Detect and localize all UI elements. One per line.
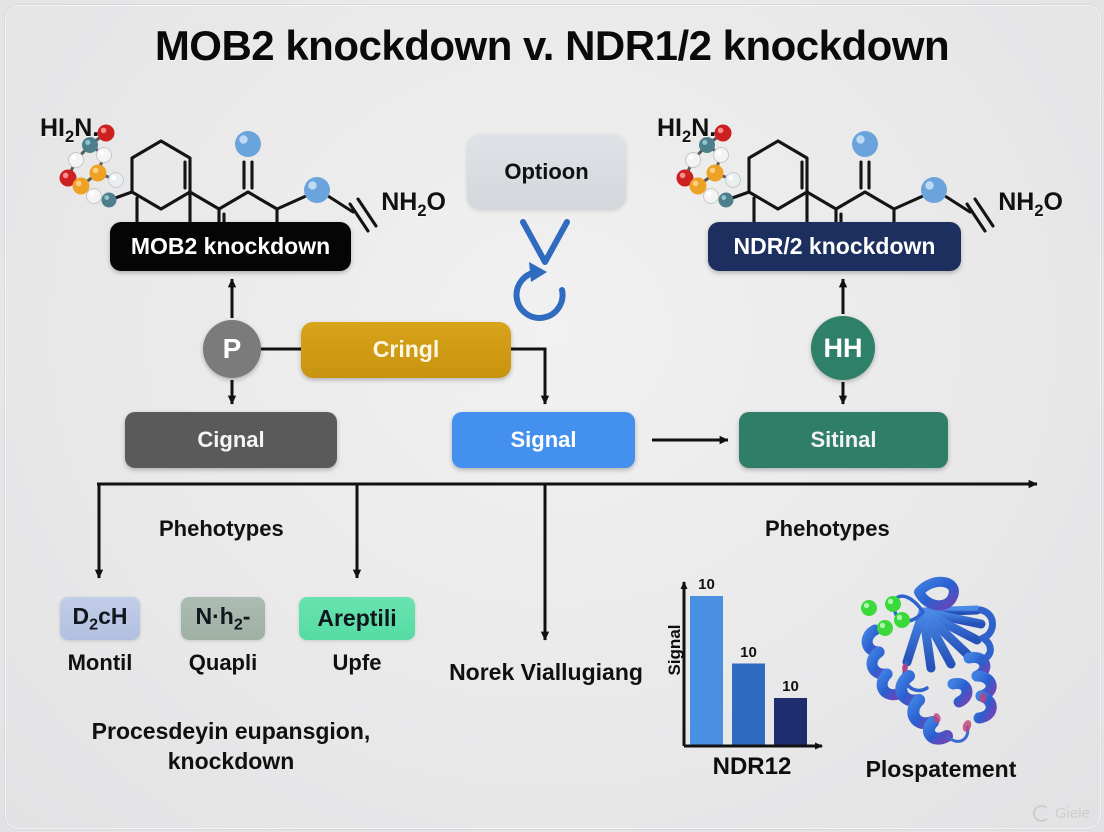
badge-text-1: N·h2- — [195, 602, 251, 634]
ndr-knockdown-box[interactable]: NDR/2 knockdown — [708, 222, 961, 271]
badge-caption-quapli: Quapli — [188, 650, 258, 675]
bar-2 — [774, 698, 807, 746]
badge-caption-montil: Montil — [67, 650, 133, 675]
bar-1 — [732, 663, 765, 746]
watermark: Giele — [1032, 805, 1090, 822]
phenotypes-label-right: Phehotypes — [765, 516, 890, 541]
bottom-left-caption: Procesdeyin eupansgion, knockdown — [91, 718, 371, 775]
bar-chart-svg — [680, 581, 823, 750]
chart-value-label-1: 10 — [740, 643, 757, 661]
page-title: MOB2 knockdown v. NDR1/2 knockdown — [154, 22, 950, 69]
signal-box[interactable]: Signal — [452, 412, 635, 468]
bar-0 — [690, 596, 723, 746]
molecule-structure-right: HI2N. NH2O — [645, 100, 1063, 250]
protein-caption: Plospatement — [865, 756, 1017, 782]
chevron-down-icon — [520, 219, 570, 265]
cringl-box[interactable]: Cringl — [301, 322, 511, 378]
badge-text-2: Areptili — [317, 605, 397, 631]
chart-x-axis-label: NDR12 — [712, 753, 792, 780]
molecule-formula-left-amide: NH2O — [381, 188, 446, 220]
sitinal-box[interactable]: Sitinal — [739, 412, 948, 468]
cycle-indicator — [513, 219, 570, 321]
badge-text-0: D2cH — [72, 602, 128, 634]
watermark-text: Giele — [1054, 805, 1090, 822]
option-box[interactable]: Optioon — [467, 134, 626, 210]
watermark-ring-icon — [1032, 805, 1050, 822]
refresh-circle-icon — [513, 269, 566, 321]
phenotype-badge-montil[interactable]: D2cH — [60, 597, 140, 640]
molecule-skeleton-right — [676, 124, 995, 250]
refresh-arrow-head — [529, 262, 547, 282]
mob2-knockdown-box[interactable]: MOB2 knockdown — [110, 222, 351, 271]
phenotypes-label-left: Phehotypes — [159, 516, 284, 541]
phospho-circle-p[interactable]: P — [203, 320, 261, 378]
protein-ribbon-figure — [861, 576, 997, 745]
chart-value-label-0: 10 — [698, 576, 715, 593]
molecule-formula-right-amide: NH2O — [998, 188, 1063, 220]
center-bottom-caption: Norek Viallugiang — [449, 659, 643, 685]
chart-value-label-2: 10 — [782, 678, 799, 695]
badge-caption-upfe: Upfe — [332, 650, 382, 675]
hh-circle[interactable]: HH — [811, 316, 875, 380]
phenotype-badge-areptili[interactable]: Areptili — [299, 597, 415, 640]
chart-y-axis-label: Signal — [665, 624, 684, 676]
molecule-formula-left-amine: HI2N. — [40, 114, 100, 146]
signal-bar-chart: Signal NDR12 10 10 10 — [650, 568, 835, 783]
phenotype-badge-quapli[interactable]: N·h2- — [181, 597, 265, 640]
cignal-box[interactable]: Cignal — [125, 412, 337, 468]
molecule-formula-right-amine: HI2N. — [657, 114, 717, 146]
